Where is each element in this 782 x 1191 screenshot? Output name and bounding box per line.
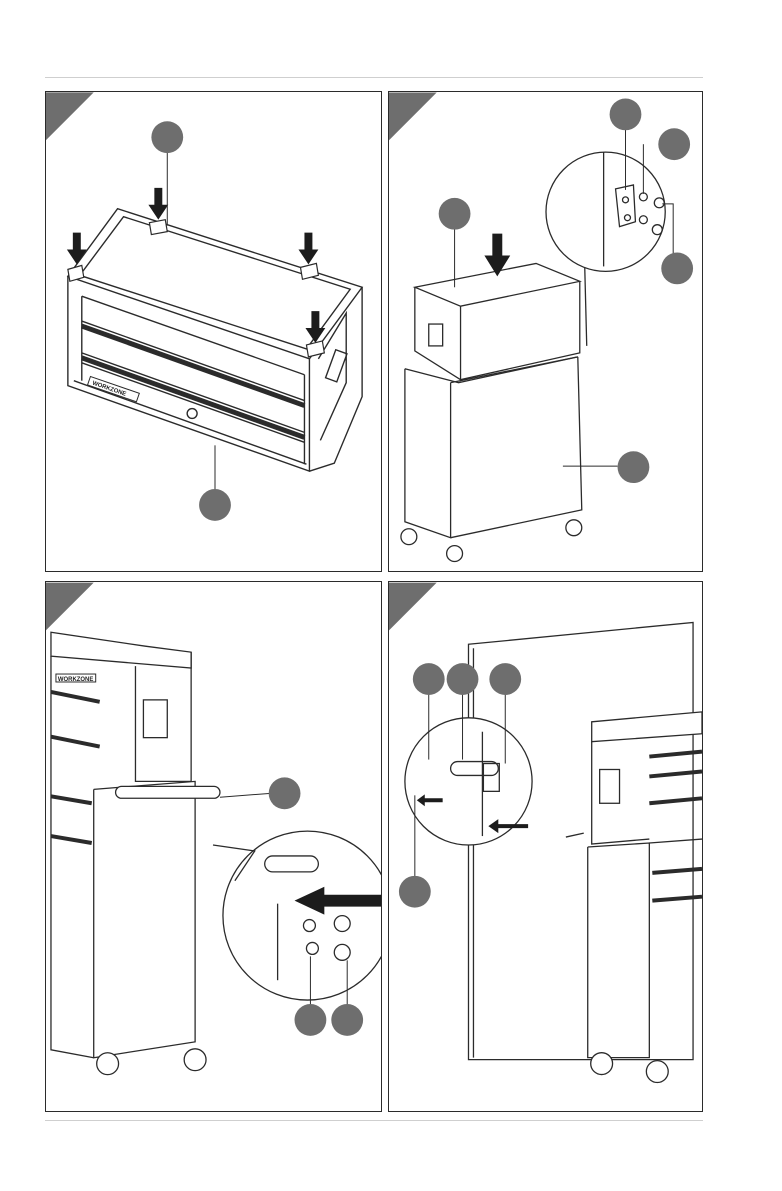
- callout-marker: [447, 663, 479, 695]
- cabinet-brand-label: WORKZONE: [58, 677, 93, 683]
- panel-top-left: WORKZONE: [45, 91, 382, 572]
- panel-bottom-right: [388, 581, 703, 1112]
- step-marker-triangle: [46, 583, 94, 631]
- callout-marker: [618, 451, 650, 483]
- bottom-rule: [45, 1120, 703, 1121]
- callout-marker: [439, 198, 471, 230]
- step-marker-triangle: [46, 92, 94, 140]
- side-handle-illustration: WORKZONE: [46, 582, 381, 1111]
- chest-top-illustration: WORKZONE: [46, 92, 381, 571]
- callout-marker: [661, 253, 693, 285]
- panel-bottom-left: WORKZONE: [45, 581, 382, 1112]
- callout-marker: [151, 121, 183, 153]
- step-marker-triangle: [389, 93, 437, 141]
- callout-marker: [295, 1004, 327, 1036]
- callout-marker: [658, 128, 690, 160]
- wall-bracket-illustration: [389, 582, 702, 1111]
- callout-marker: [413, 663, 445, 695]
- callout-marker: [610, 98, 642, 130]
- chest-on-cabinet-illustration: [389, 92, 702, 571]
- callout-marker: [489, 663, 521, 695]
- top-rule: [45, 77, 703, 78]
- callout-marker: [269, 777, 301, 809]
- step-marker-triangle: [389, 583, 437, 631]
- callout-marker: [399, 876, 431, 908]
- panel-top-right: [388, 91, 703, 572]
- callout-marker: [199, 489, 231, 521]
- callout-marker: [331, 1004, 363, 1036]
